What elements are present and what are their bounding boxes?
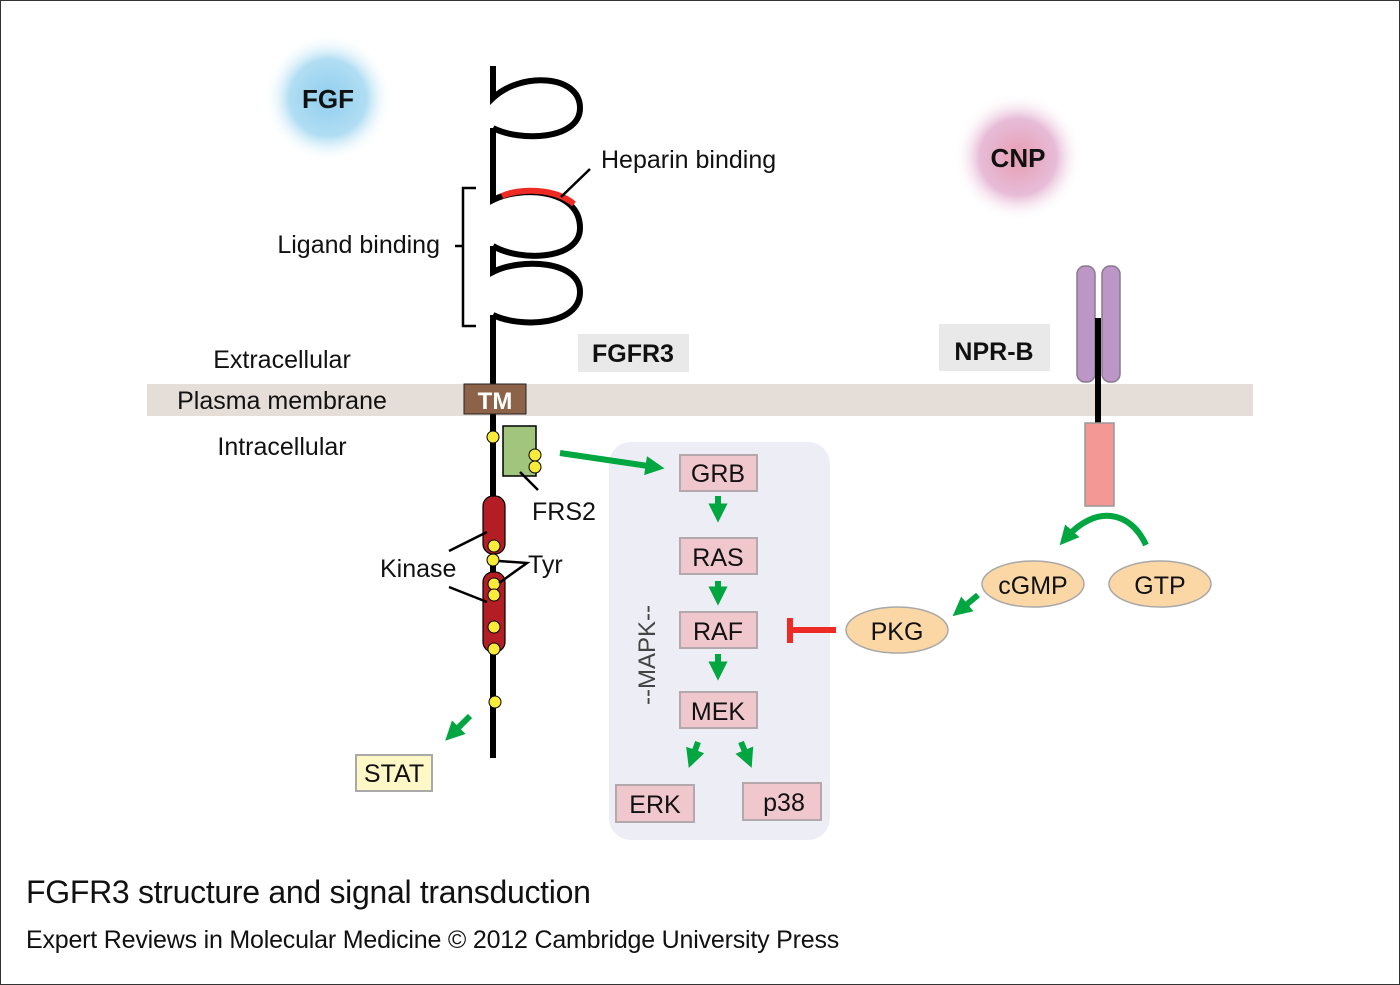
ligand-binding-bracket <box>461 186 476 328</box>
cgmp-to-pkg-arrow <box>952 592 980 617</box>
tyr-site <box>487 539 501 553</box>
nprb-tag <box>939 324 1050 371</box>
grb-box <box>679 454 758 492</box>
tyr-leader <box>498 559 531 585</box>
cgmp-node: cGMP <box>981 560 1085 608</box>
nprb-extracellular-right <box>1101 265 1121 383</box>
gtp-label: GTP <box>1134 572 1185 600</box>
nprb-receptor: NPR-B <box>939 265 1121 507</box>
kinase-leader-1 <box>448 530 488 553</box>
tyr-label: Tyr <box>528 551 563 579</box>
mek-to-erk-arrow <box>686 741 705 769</box>
ligand-binding-label: Ligand binding <box>277 231 440 259</box>
stat-activation-arrow <box>445 713 473 741</box>
pkg-node: PKG <box>845 606 949 654</box>
mapk-node-ras: RAS <box>679 537 758 575</box>
ras-box <box>679 537 758 575</box>
figure-credit: Expert Reviews in Molecular Medicine © 2… <box>26 926 840 954</box>
nprb-label: NPR-B <box>954 338 1033 366</box>
intracellular-label: Intracellular <box>217 433 346 461</box>
cnp-glow <box>954 93 1082 221</box>
tyr-site <box>486 553 500 567</box>
erk-box <box>615 784 695 823</box>
ig-loop-3 <box>490 246 584 326</box>
figure-title: FGFR3 structure and signal transduction <box>26 874 591 910</box>
gtp-node: GTP <box>1108 560 1212 608</box>
erk-label: ERK <box>629 791 681 819</box>
c-terminal-tyr-site <box>488 695 502 709</box>
fgfr3-receptor: Heparin binding Ligand binding TM FRS2 K… <box>277 66 776 758</box>
heparin-binding-label: Heparin binding <box>601 146 776 174</box>
mek-to-p38-arrow <box>735 740 754 768</box>
cnp-ligand: CNP <box>954 93 1082 221</box>
tyr-site <box>487 620 501 634</box>
kinase-label: Kinase <box>380 555 456 583</box>
grb-label: GRB <box>691 460 745 488</box>
mapk-node-mek: MEK <box>679 691 758 729</box>
mapk-node-erk: ERK <box>615 784 695 823</box>
plasma-membrane-label: Plasma membrane <box>177 387 387 415</box>
tyr-site <box>487 588 501 602</box>
gtp-ellipse <box>1108 560 1212 608</box>
mek-label: MEK <box>691 698 746 726</box>
raf-label: RAF <box>693 618 743 646</box>
frs2-tyr-site-1 <box>528 448 542 462</box>
fgf-glow <box>264 34 392 162</box>
pkg-label: PKG <box>871 618 924 646</box>
heparin-binding-site <box>500 187 576 207</box>
tm-domain <box>463 383 527 415</box>
mapk-label: --MAPK-- <box>634 605 661 705</box>
fgf-label: FGF <box>302 84 354 114</box>
nprb-extracellular-left <box>1076 265 1096 383</box>
frs2-label: FRS2 <box>532 498 596 526</box>
stat-label: STAT <box>364 760 424 788</box>
tyr-site <box>487 577 501 591</box>
cnp-label: CNP <box>991 143 1046 173</box>
kinase-leader-2 <box>448 585 488 604</box>
frs2-to-grb-arrow <box>559 450 665 476</box>
p38-box <box>742 782 822 821</box>
frs2-tyr-site-2 <box>528 460 542 474</box>
plasma-membrane <box>147 384 1253 416</box>
ras-label: RAS <box>692 544 743 572</box>
mapk-node-p38: p38 <box>742 782 822 821</box>
tm-label: TM <box>478 388 513 415</box>
fgf-ligand: FGF <box>264 34 392 162</box>
p38-label: p38 <box>763 789 805 817</box>
stat-box <box>355 754 433 792</box>
heparin-leader-line <box>560 168 591 198</box>
ig-loop-1 <box>490 66 584 140</box>
tyr-site <box>487 642 501 656</box>
juxtamembrane-tyr-site <box>486 430 500 444</box>
mapk-node-raf: RAF <box>679 611 758 649</box>
pkg-ellipse <box>845 606 949 654</box>
nprb-guanylyl-cyclase <box>1084 422 1115 507</box>
raf-box <box>679 611 758 649</box>
frs2-leader-line <box>519 471 539 491</box>
gtp-to-cgmp-arrow <box>1059 512 1149 547</box>
fgfr3-label: FGFR3 <box>592 340 674 368</box>
extracellular-label: Extracellular <box>213 346 351 374</box>
cgmp-label: cGMP <box>998 572 1067 600</box>
fgfr3-tag <box>578 334 689 372</box>
mapk-node-grb: GRB <box>679 454 758 492</box>
cgmp-ellipse <box>981 560 1085 608</box>
mek-box <box>679 691 758 729</box>
